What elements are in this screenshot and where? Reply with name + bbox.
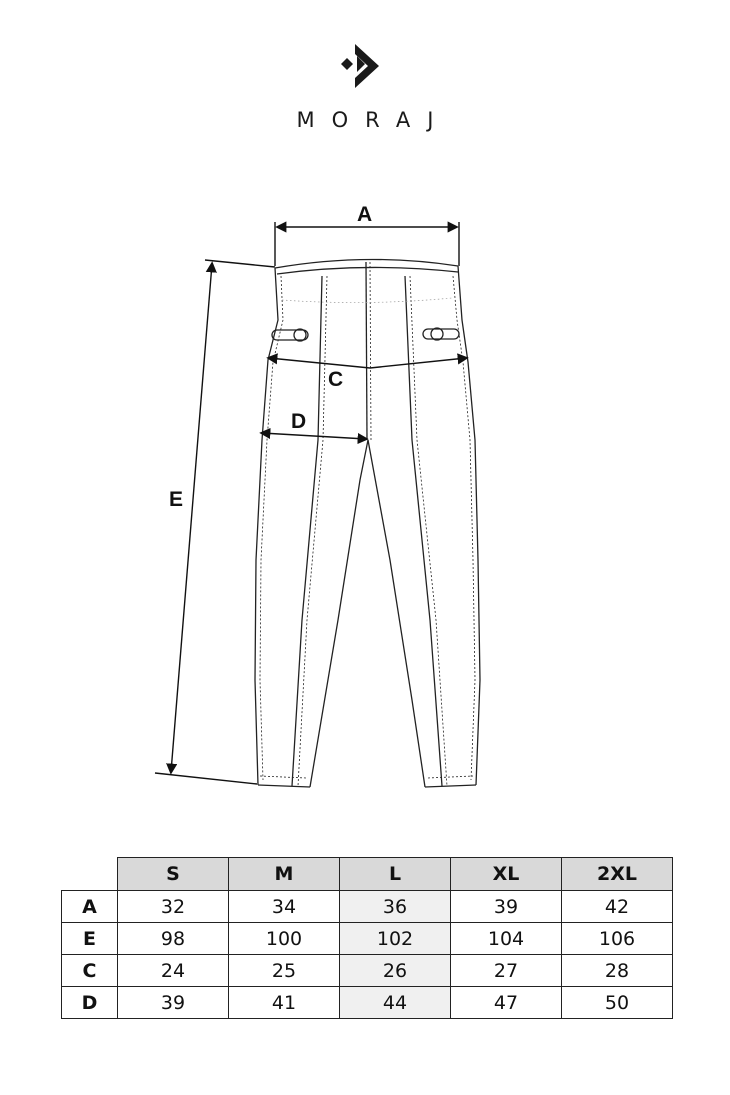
row-label: A — [61, 890, 118, 923]
table-cell: 98 — [117, 922, 229, 955]
label-a: A — [357, 203, 372, 226]
table-cell: 39 — [450, 890, 562, 923]
pants-diagram: A C D E — [154, 203, 481, 788]
row-label: C — [61, 954, 118, 987]
size-header: L — [339, 857, 451, 891]
label-d: D — [291, 410, 306, 433]
diamond-arrow-logo-icon — [341, 44, 379, 88]
table-cell: 28 — [561, 954, 673, 987]
size-table: S M L XL 2XL A 32 34 36 39 42 E 98 100 1… — [61, 857, 673, 1019]
table-cell: 24 — [117, 954, 229, 987]
table-cell: 25 — [228, 954, 340, 987]
size-header: M — [228, 857, 340, 891]
table-row: C 24 25 26 27 28 — [61, 954, 673, 987]
table-corner — [61, 857, 118, 891]
row-label: E — [61, 922, 118, 955]
label-c: C — [328, 368, 343, 391]
table-cell: 50 — [561, 986, 673, 1019]
table-cell: 36 — [339, 890, 451, 923]
table-cell: 106 — [561, 922, 673, 955]
table-cell: 102 — [339, 922, 451, 955]
table-cell: 39 — [117, 986, 229, 1019]
table-cell: 47 — [450, 986, 562, 1019]
size-header: 2XL — [561, 857, 673, 891]
table-cell: 32 — [117, 890, 229, 923]
table-cell: 34 — [228, 890, 340, 923]
table-row: D 39 41 44 47 50 — [61, 986, 673, 1019]
label-e: E — [169, 488, 183, 511]
table-cell: 41 — [228, 986, 340, 1019]
table-cell: 104 — [450, 922, 562, 955]
pants-outline — [254, 258, 481, 788]
row-label: D — [61, 986, 118, 1019]
brand-logo — [0, 40, 730, 90]
measure-c — [266, 353, 469, 369]
table-cell: 44 — [339, 986, 451, 1019]
size-header: XL — [450, 857, 562, 891]
table-cell: 26 — [339, 954, 451, 987]
table-cell: 27 — [450, 954, 562, 987]
measure-e — [154, 259, 276, 785]
table-row: A 32 34 36 39 42 — [61, 890, 673, 923]
size-header-row: S M L XL 2XL — [61, 857, 673, 891]
table-cell: 42 — [561, 890, 673, 923]
measure-a — [274, 221, 460, 266]
size-header: S — [117, 857, 229, 891]
table-row: E 98 100 102 104 106 — [61, 922, 673, 955]
table-cell: 100 — [228, 922, 340, 955]
brand-name: MORAJ — [296, 108, 451, 132]
measure-d — [259, 427, 369, 445]
